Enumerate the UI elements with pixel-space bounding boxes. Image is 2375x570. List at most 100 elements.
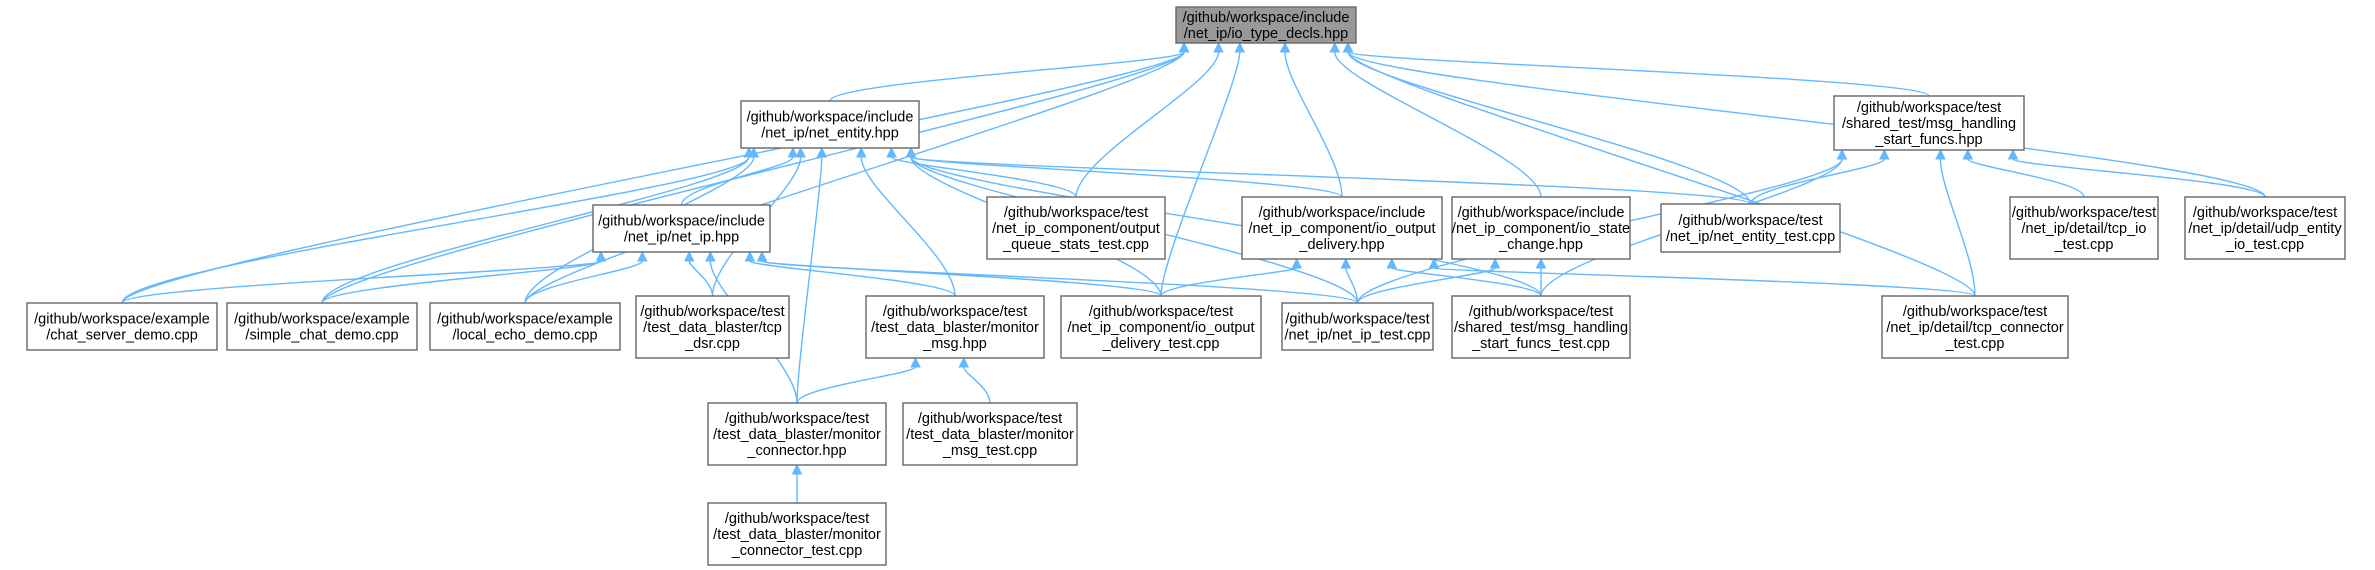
file-node-label: /net_ip/net_ip_test.cpp: [1285, 328, 1431, 344]
file-node-tcp-connector-test[interactable]: /github/workspace/test/net_ip/detail/tcp…: [1881, 295, 2069, 359]
file-node-monitor-connector-hpp[interactable]: /github/workspace/test/test_data_blaster…: [707, 402, 887, 466]
file-node-io-type-decls[interactable]: /github/workspace/include/net_ip/io_type…: [1175, 6, 1357, 44]
file-node-monitor-connector-test[interactable]: /github/workspace/test/test_data_blaster…: [707, 502, 887, 566]
edge-line: [1939, 158, 1976, 297]
file-node-box: [592, 204, 771, 253]
edge-line: [2012, 158, 2266, 198]
arrowhead-icon: [1535, 257, 1547, 269]
include-edge: [829, 41, 1190, 102]
include-edge: [683, 250, 714, 297]
file-node-io-output-delivery-test[interactable]: /github/workspace/test/net_ip_component/…: [1060, 295, 1262, 359]
file-node-monitor-msg-hpp[interactable]: /github/workspace/test/test_data_blaster…: [865, 295, 1045, 359]
file-node-box: [986, 196, 1166, 260]
file-node-label: /shared_test/msg_handling: [1454, 320, 1628, 336]
file-node-label: /github/workspace/include: [1183, 10, 1350, 26]
file-node-chat-server-demo[interactable]: /github/workspace/example/chat_server_de…: [26, 302, 218, 351]
edge-line: [1433, 267, 1976, 297]
edge-line: [761, 260, 1359, 304]
file-node-label: _dsr.cpp: [684, 336, 740, 352]
arrowhead-icon: [1935, 148, 1946, 160]
file-node-label: /github/workspace/example: [234, 312, 410, 328]
file-node-monitor-msg-test[interactable]: /github/workspace/test/test_data_blaster…: [902, 402, 1078, 466]
edge-line: [688, 260, 714, 297]
include-edge: [1279, 41, 1343, 198]
edge-line: [524, 51, 1185, 304]
file-node-msg-handling-start-funcs[interactable]: /github/workspace/test/shared_test/msg_h…: [1833, 95, 2025, 151]
file-node-box: [740, 100, 920, 149]
arrowhead-icon: [787, 146, 799, 158]
file-node-msg-handling-start-funcs-test[interactable]: /github/workspace/test/shared_test/msg_h…: [1451, 295, 1631, 359]
edge-line: [1967, 158, 2085, 198]
file-node-label: _start_funcs.hpp: [1874, 132, 1982, 148]
file-node-label: /net_ip/net_entity_test.cpp: [1666, 229, 1835, 245]
file-node-label: /net_ip/io_type_decls.hpp: [1184, 26, 1348, 42]
edge-line: [321, 156, 750, 304]
file-node-label: _msg.hpp: [922, 336, 987, 352]
edge-line: [524, 260, 644, 304]
file-node-net-ip-test[interactable]: /github/workspace/test/net_ip/net_ip_tes…: [1281, 302, 1434, 351]
file-node-box: [1660, 203, 1841, 253]
file-node-label: _io_test.cpp: [2225, 237, 2304, 253]
file-node-io-state-change-hpp[interactable]: /github/workspace/include/net_ip_compone…: [1451, 196, 1631, 260]
file-node-label: /github/workspace/test: [2193, 205, 2337, 221]
edge-line: [1345, 267, 1359, 304]
edge-line: [1334, 51, 1542, 198]
file-node-box: [26, 302, 218, 351]
file-node-tcp-io-test[interactable]: /github/workspace/test/net_ip/detail/tcp…: [2009, 196, 2159, 260]
edge-line: [796, 156, 823, 404]
include-edge: [1428, 257, 1976, 297]
edge-line: [321, 51, 1185, 304]
include-edge: [796, 146, 828, 404]
arrowhead-icon: [748, 146, 760, 158]
file-node-output-queue-stats-test[interactable]: /github/workspace/test/net_ip_component/…: [986, 196, 1166, 260]
file-node-box: [635, 295, 790, 359]
arrowhead-icon: [791, 463, 803, 475]
file-node-udp-entity-io-test[interactable]: /github/workspace/test/net_ip/detail/udp…: [2184, 196, 2346, 260]
arrowhead-icon: [1279, 41, 1291, 53]
include-edge: [1935, 148, 1976, 297]
file-node-box: [1281, 302, 1434, 351]
include-edge: [905, 146, 1752, 205]
edge-line: [680, 156, 794, 206]
file-node-label: /net_ip_component/io_output: [1248, 221, 1435, 237]
file-node-label: /github/workspace/include: [1458, 205, 1625, 221]
file-node-label: /net_ip/detail/tcp_io: [2022, 221, 2147, 237]
file-node-local-echo-demo[interactable]: /github/workspace/example/local_echo_dem…: [429, 302, 621, 351]
file-node-label: /github/workspace/test: [1903, 304, 2047, 320]
file-node-box: [2184, 196, 2346, 260]
include-edge: [1342, 41, 1930, 97]
file-node-box: [1241, 196, 1443, 260]
edge-line: [121, 260, 602, 304]
edge-line: [910, 156, 1542, 297]
file-node-net-entity-test[interactable]: /github/workspace/test/net_ip/net_entity…: [1660, 203, 1841, 253]
file-node-box: [902, 402, 1078, 466]
file-node-label: _delivery.hpp: [1298, 237, 1384, 253]
file-node-label: /github/workspace/test: [725, 511, 869, 527]
file-node-label: /local_echo_demo.cpp: [452, 328, 597, 344]
edge-line: [1347, 51, 1752, 205]
edge-line: [1284, 51, 1343, 198]
file-node-tcp-dsr[interactable]: /github/workspace/test/test_data_blaster…: [635, 295, 790, 359]
file-node-io-output-delivery-hpp[interactable]: /github/workspace/include/net_ip_compone…: [1241, 196, 1443, 260]
edge-line: [890, 156, 1077, 198]
include-edge: [1962, 148, 2085, 198]
include-edge: [680, 146, 799, 206]
arrowhead-icon: [1342, 41, 1354, 53]
edge-line: [749, 260, 956, 297]
file-node-label: _test.cpp: [2054, 237, 2114, 253]
file-node-simple-chat-demo[interactable]: /github/workspace/example/simple_chat_de…: [226, 302, 418, 351]
file-node-label: /net_ip/detail/udp_entity: [2188, 221, 2342, 237]
arrowhead-icon: [744, 250, 756, 262]
arrowhead-icon: [2007, 148, 2019, 160]
include-edge: [1160, 257, 1303, 297]
include-edge: [958, 356, 991, 404]
file-node-label: _start_funcs_test.cpp: [1471, 336, 1610, 352]
include-edge: [744, 250, 956, 297]
file-node-net-ip-hpp[interactable]: /github/workspace/include/net_ip/net_ip.…: [592, 204, 771, 253]
file-node-label: /test_data_blaster/monitor: [713, 427, 881, 443]
file-node-box: [429, 302, 621, 351]
arrowhead-icon: [1489, 257, 1501, 269]
file-node-net-entity-hpp[interactable]: /github/workspace/include/net_ip/net_ent…: [740, 100, 920, 149]
edge-line: [1347, 51, 1976, 297]
file-node-label: /github/workspace/include: [598, 214, 765, 230]
